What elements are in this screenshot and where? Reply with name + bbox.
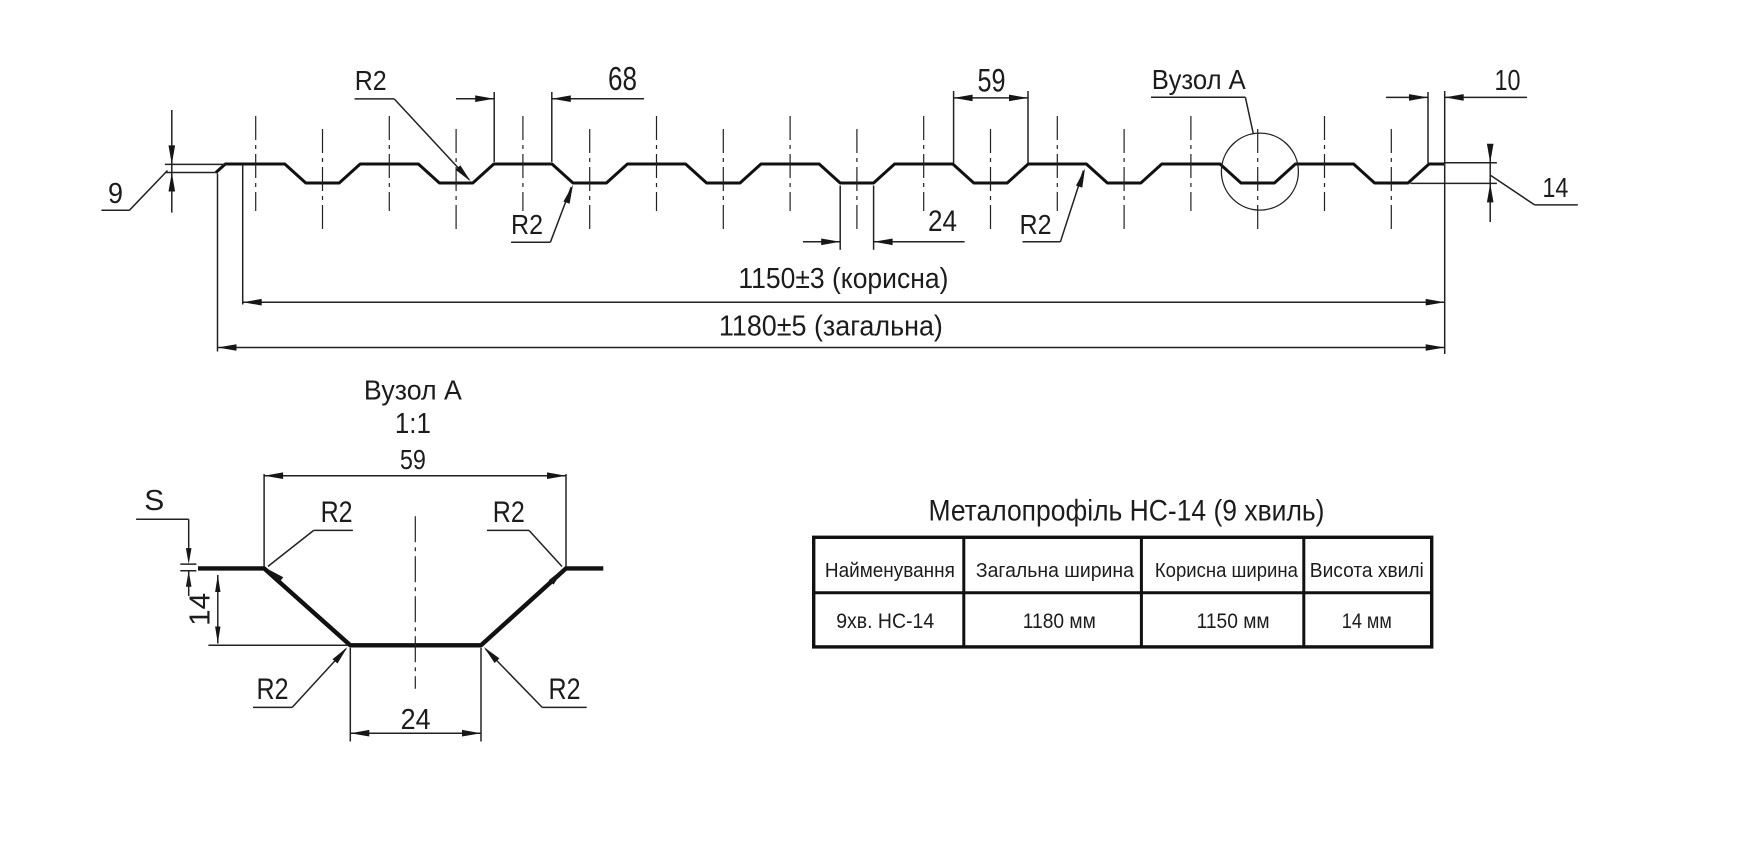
svg-text:14: 14 [1542, 172, 1568, 203]
svg-text:1150 мм: 1150 мм [1197, 609, 1270, 633]
svg-text:9: 9 [108, 178, 123, 210]
svg-text:24: 24 [401, 704, 431, 736]
svg-text:24: 24 [928, 205, 957, 238]
svg-text:R2: R2 [321, 496, 353, 529]
svg-text:R2: R2 [511, 209, 543, 240]
svg-text:Загальна ширина: Загальна ширина [976, 559, 1135, 582]
svg-text:1180 мм: 1180 мм [1023, 609, 1096, 633]
svg-text:R2: R2 [493, 496, 525, 529]
svg-text:59: 59 [978, 62, 1006, 98]
svg-text:10: 10 [1495, 65, 1521, 97]
svg-text:Найменування: Найменування [825, 559, 955, 582]
svg-text:Корисна ширина: Корисна ширина [1155, 559, 1299, 582]
svg-text:S: S [144, 485, 164, 517]
svg-text:R2: R2 [257, 673, 289, 706]
svg-text:Металопрофіль НС-14 (9 хвиль): Металопрофіль НС-14 (9 хвиль) [929, 494, 1325, 527]
svg-text:Вузол А: Вузол А [364, 375, 463, 406]
svg-text:Висота хвилі: Висота хвилі [1310, 559, 1424, 582]
svg-text:14 мм: 14 мм [1342, 609, 1392, 633]
svg-text:Вузол А: Вузол А [1152, 64, 1247, 95]
svg-text:R2: R2 [1020, 209, 1052, 240]
svg-text:68: 68 [608, 60, 637, 97]
svg-text:1180±5 (загальна): 1180±5 (загальна) [719, 311, 943, 343]
svg-text:R2: R2 [549, 673, 581, 706]
svg-text:1150±3 (корисна): 1150±3 (корисна) [738, 263, 948, 295]
svg-text:R2: R2 [355, 65, 387, 96]
svg-text:14: 14 [185, 593, 217, 626]
svg-text:1:1: 1:1 [395, 408, 431, 440]
svg-text:9хв. НС-14: 9хв. НС-14 [836, 609, 934, 633]
svg-text:59: 59 [400, 444, 426, 475]
